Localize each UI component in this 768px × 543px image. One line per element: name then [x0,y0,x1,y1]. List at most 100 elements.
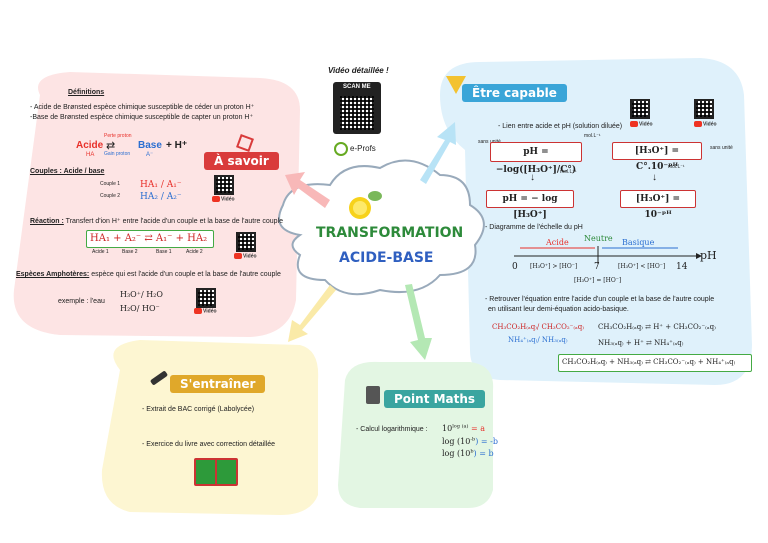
def-acide: - Acide de Brønsted espèce chimique susc… [30,104,255,111]
tick-7: 7 [594,262,600,272]
down-arrow-icon: ↓ [652,172,657,183]
video-badge[interactable]: Vidéo [694,121,717,127]
eq-label-acide1: Acide 1 [92,249,109,255]
maths-blob [338,361,494,508]
sans-unite-left: sans unité [478,139,501,145]
sans-unite-right: sans unité [710,145,733,151]
eq-label-base2: Base 2 [122,249,138,255]
scan-me-panel[interactable]: SCAN ME [333,82,381,134]
qr-code-icon[interactable] [630,99,650,119]
arrow-to-savoir [285,172,330,208]
reaction-equation: HA₁ + A₂⁻ ⇄ A₁⁻ + HA₂ [90,233,208,244]
youtube-icon [212,196,220,202]
log-rule-1: 10log (a) = a [442,423,486,433]
ph-formula-box: pH = −log([H₃O⁺]/C°) [490,142,582,175]
half-eq-2: NH₃₍ₐq₎ + H⁺ ⇄ NH₄⁺₍ₐq₎ [598,339,684,347]
video-badge[interactable]: Vidéo [630,121,653,127]
center-title-1: TRANSFORMATION [316,225,464,241]
acide-label: Acide [546,238,569,247]
global-eq: CH₃CO₂H₍ₐq₎ + NH₃₍ₐq₎ ⇄ CH₃CO₂⁻₍ₐq₎ + NH… [562,358,736,366]
pair-ammonium: NH₄⁺₍ₐq₎/ NH₃₍ₐq₎ [508,336,568,344]
capable-item3b: en utilisant leur demi-équation acido-ba… [488,306,629,313]
eprofs-logo-icon [334,142,348,156]
capable-blob [440,58,752,385]
maths-banner: Point Maths [384,390,486,408]
lt-acid: [H₃O⁺] > [HO⁻] [530,263,578,270]
ampho-text: espèce qui est l'acide d'un couple et la… [91,271,281,278]
a-minus-label: A⁻ [146,152,154,158]
check-triangle-icon [446,76,466,94]
water-pair-1: H₃O⁺/ H₂O [120,290,163,299]
savoir-banner: À savoir [204,152,279,170]
ph-scale-axis [514,246,702,264]
half-eq-1: CH₃CO₂H₍ₐq₎ ⇄ H⁺ + CH₃CO₂⁻₍ₐq₎ [598,323,716,331]
savoir-blob [13,72,300,337]
video-label: Vidéo détaillée ! [328,66,389,75]
center-cloud [278,159,485,296]
capable-banner: Être capable [462,84,567,102]
ph-axis-label: pH [700,249,717,262]
lt-neutral: [H₃O⁺] = [HO⁻] [574,277,622,284]
couple1-pair: HA₁ / A₁⁻ [140,180,182,190]
couple1-label: Couple 1 [100,181,121,187]
perte-proton: Perte proton [104,133,132,139]
couple2-pair: HA₂ / A₂⁻ [140,192,182,202]
mol-label-2: mol.L⁻¹ [560,169,577,175]
mol-label-3: mol.L⁻¹ [668,164,685,170]
entrainer-item1: - Extrait de BAC corrigé (Labolycée) [142,406,255,413]
h3o-simple-box: [H₃O⁺] = 10⁻ᵖᴴ [620,190,696,220]
log-rule-2: log (10-b) = -b [442,436,498,446]
acide-word: Acide [76,140,104,151]
qr-code-icon[interactable] [694,99,714,119]
center-title-2: ACIDE-BASE [339,250,434,266]
ph-simple-box: pH = − log [H₃O⁺] [486,190,574,220]
h3o-formula-box: [H₃O⁺] = C°.10⁻ᵖᴴ [612,142,702,172]
arrow-to-maths [405,284,432,360]
reaction-text: Transfert d'ion H⁺ entre l'acide d'un co… [65,218,284,225]
book-icon [194,458,238,486]
capable-item3a: - Retrouver l'équation entre l'acide d'u… [485,296,715,303]
pair-acetic: CH₃CO₂H₍ₐq₎/ CH₃CO₂⁻₍ₐq₎ [492,323,584,331]
lt-basic: [H₃O⁺] < [HO⁻] [618,263,666,270]
qr-code-icon [338,94,376,132]
eq-label-base1: Base 1 [156,249,172,255]
capable-item2: - Diagramme de l'échelle du pH [485,224,583,231]
couples-title: Couples : Acide / base [30,168,105,175]
exemple-eau: exemple : l'eau [58,298,105,305]
basique-label: Basique [622,238,655,247]
definitions-title: Définitions [68,89,105,96]
youtube-icon [194,308,202,314]
mol-label: mol.L⁻¹ [584,133,601,139]
youtube-icon [694,121,702,127]
video-badge[interactable]: Vidéo [194,308,217,314]
down-arrow-icon: ↓ [530,172,535,183]
reaction-title: Réaction : Transfert d'ion H⁺ entre l'ac… [30,218,284,225]
youtube-icon [630,121,638,127]
gain-proton: Gain proton [104,151,131,157]
video-badge[interactable]: Vidéo [212,196,235,202]
base-word: Base [138,140,162,151]
arrow-to-capable [420,122,456,184]
log-rule-3: log (10b) = b [442,448,494,458]
arrow-to-entrainer [288,285,336,342]
ampho-line: Espèces Amphotères: espèce qui est l'aci… [16,271,281,278]
maths-item: - Calcul logarithmique : [356,426,428,433]
tick-14: 14 [676,262,688,272]
qr-code-icon[interactable] [196,288,216,308]
video-badge[interactable]: Vidéo [234,253,257,259]
couple2-label: Couple 2 [100,193,121,199]
eq-label-acide2: Acide 2 [186,249,203,255]
global-eq-box [558,354,752,372]
eprofs-brand: e-Profs [350,144,376,153]
capable-item1: - Lien entre acide et pH (solution dilué… [498,123,623,130]
neutre-label: Neutre [584,234,613,243]
qr-code-icon[interactable] [214,175,234,195]
scan-me-label: SCAN ME [343,84,371,90]
qr-code-icon[interactable] [236,232,256,252]
youtube-icon [234,253,242,259]
entrainer-banner: S'entraîner [170,375,266,393]
tick-0: 0 [512,262,518,272]
water-pair-2: H₂O/ HO⁻ [120,304,160,313]
exchange-arrow-icon: ⇄ [106,140,116,152]
plus-h: + H⁺ [166,140,188,151]
